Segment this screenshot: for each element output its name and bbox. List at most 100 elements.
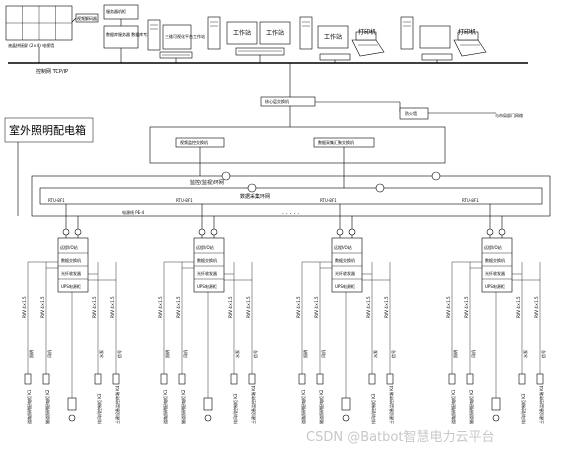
cable-label: RVV 4×1.5 xyxy=(228,296,233,318)
outdoor-box-title: 室外照明配电箱 xyxy=(9,123,86,137)
cable-function: 水泵 xyxy=(372,350,378,358)
monitor-ring-label: 监控(监视)环网 xyxy=(190,179,224,186)
station-node xyxy=(486,228,494,236)
cable-function: 信号 xyxy=(252,350,258,358)
station-cabinet xyxy=(193,237,225,293)
power-line-label: 电源线 PE-4 xyxy=(122,209,145,215)
cable-function: 照明 xyxy=(303,350,308,358)
video-wall: 液晶拼接屏 (2×4) 电视墙 xyxy=(5,5,73,48)
cable-label: RVV 4×1.5 xyxy=(446,296,451,318)
device-label: 排风机控制柜 K3 xyxy=(370,393,376,424)
cable-label: RVV 4×1.5 xyxy=(534,296,539,318)
device-label: 土建设备监控终端 K4 xyxy=(388,385,394,424)
station-sub-item: 光纤收发器 xyxy=(335,270,355,276)
cable-function: 信号 xyxy=(540,350,546,358)
workstation-dual-1: 工作站 工作站 xyxy=(207,16,291,56)
cable-label: RVV 4×1.5 xyxy=(366,296,371,318)
data-ring-label: 数据采集环网 xyxy=(240,193,270,200)
workstation-printer-1: 工作站 打印机 xyxy=(299,16,385,61)
printer-1-label: 打印机 xyxy=(358,28,376,36)
db-server-label: 数据库服务器 数据库专用 xyxy=(106,31,151,37)
cable-function: 水泵 xyxy=(234,350,240,358)
video-server-cabinet: 服务器机柜 数据库服务器 数据库专用 xyxy=(103,4,151,49)
cable-label: RVV 4×1.5 xyxy=(40,296,45,318)
video-wall-label: 液晶拼接屏 (2×4) 电视墙 xyxy=(8,42,54,48)
station-node xyxy=(336,228,344,236)
terminal-device xyxy=(178,373,186,385)
cable-label: RVV 4×1.5 xyxy=(110,296,115,318)
cable-label: RVV 4×1.5 xyxy=(176,296,181,318)
control-net-label: 控制网 TCP/IP xyxy=(36,68,68,75)
terminal-device xyxy=(518,373,526,385)
station-node xyxy=(198,228,206,236)
cable-function: 水泵 xyxy=(522,350,528,358)
workstation-2-label: 工作站 xyxy=(266,29,284,37)
device-label: 隧道照明配电柜 K2 xyxy=(44,389,50,424)
core-switch-label: 核心层交换机 xyxy=(265,98,289,104)
station-node xyxy=(62,228,70,236)
device-label: 道路照明配电柜 K1 xyxy=(300,389,306,424)
device-label: 隧道照明配电柜 K2 xyxy=(318,389,324,424)
station-sub-item: UPS电源柜 xyxy=(485,283,505,289)
terminal-device xyxy=(24,373,32,385)
station-title: 远程I/O站 xyxy=(484,244,502,250)
device-label: 土建设备监控终端 K4 xyxy=(538,385,544,424)
cable-label: RVV 4×1.5 xyxy=(158,296,163,318)
station-sub-item: 数据交换机 xyxy=(485,257,505,263)
station-node xyxy=(74,228,82,236)
terminal-device xyxy=(448,373,456,385)
center-device xyxy=(491,397,501,411)
center-device xyxy=(341,397,351,411)
agg-switch-1-label: 视频监控交换机 xyxy=(180,139,208,145)
station-cabinet xyxy=(331,237,363,293)
device-label: 排风机控制柜 K3 xyxy=(520,393,526,424)
ring-ellipsis: . . . . . xyxy=(282,209,299,216)
station-node xyxy=(498,228,506,236)
cable-function: 风机 xyxy=(470,350,476,358)
station-sub-item: 光纤收发器 xyxy=(61,270,81,276)
lamp-symbol xyxy=(68,414,76,422)
station-title: 远程I/O站 xyxy=(60,244,78,250)
cable-label: RVV 4×1.5 xyxy=(246,296,251,318)
station-node xyxy=(210,228,218,236)
station-sub-item: 数据交换机 xyxy=(335,257,355,263)
device-label: 排风机控制柜 K3 xyxy=(232,393,238,424)
decoder-label: 视频解码器 xyxy=(77,15,97,21)
terminal-device xyxy=(368,373,376,385)
workstation-3d-label: 三维可视化平台工作站 xyxy=(165,33,205,39)
terminal-device xyxy=(160,373,168,385)
ring-networks: 监控(监视)环网 数据采集环网 . . . . . 电源线 PE-4 RTU-8… xyxy=(31,171,551,217)
device-label: 道路照明配电柜 K1 xyxy=(26,389,32,424)
cable-function: 信号 xyxy=(116,350,122,358)
terminal-device xyxy=(112,373,120,385)
video-server-label: 服务器机柜 xyxy=(106,8,126,14)
cable-function: 风机 xyxy=(46,350,52,358)
terminal-device xyxy=(298,373,306,385)
device-label: 隧道照明配电柜 K2 xyxy=(180,389,186,424)
cable-function: 风机 xyxy=(320,350,326,358)
control-network-bus: 控制网 TCP/IP xyxy=(8,62,528,75)
cable-function: 照明 xyxy=(29,350,34,358)
terminal-device xyxy=(94,373,102,385)
cable-label: RVV 4×1.5 xyxy=(516,296,521,318)
printer-2-label: 打印机 xyxy=(458,28,476,36)
terminal-device xyxy=(466,373,474,385)
terminal-device xyxy=(248,373,256,385)
terminal-device xyxy=(536,373,544,385)
cable-function: 水泵 xyxy=(98,350,104,358)
terminal-device xyxy=(386,373,394,385)
workstation-printer-2: 打印机 xyxy=(400,16,487,61)
cable-label: RVV 4×1.5 xyxy=(92,296,97,318)
device-label: 排风机控制柜 K3 xyxy=(96,393,102,424)
cable-function: 照明 xyxy=(453,350,458,358)
terminal-device xyxy=(316,373,324,385)
device-label: 隧道照明配电柜 K2 xyxy=(468,389,474,424)
cable-label: RVV 4×1.5 xyxy=(384,296,389,318)
outdoor-lighting-box: 室外照明配电箱 xyxy=(4,117,94,216)
station-sub-item: 光纤收发器 xyxy=(485,270,505,276)
station-node xyxy=(348,228,356,236)
